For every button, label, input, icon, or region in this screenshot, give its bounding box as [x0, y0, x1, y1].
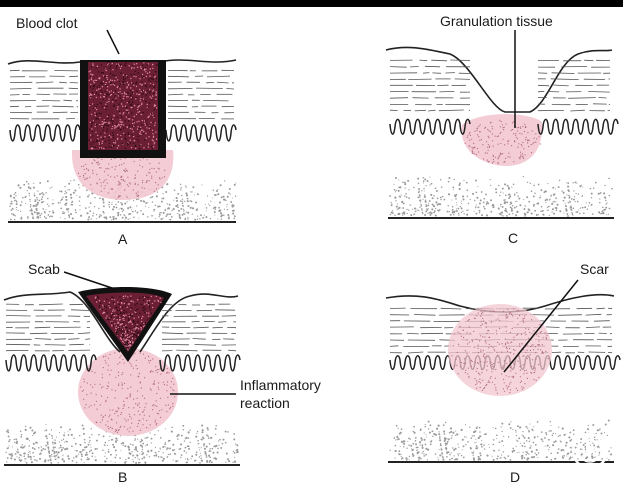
- scab-pointer: [64, 272, 118, 290]
- scar-label: Scar: [580, 261, 609, 277]
- scab-label: Scab: [28, 261, 60, 277]
- blood-clot-pointer: [107, 30, 119, 54]
- inflammatory-reaction-label-line1: Inflammatory: [240, 377, 321, 393]
- panel-letter-a: A: [118, 231, 128, 247]
- panel-letter-b: B: [118, 469, 127, 485]
- scar-tissue-mass: [448, 304, 552, 396]
- panel-letter-d: D: [510, 469, 520, 485]
- panel-b: Scab Inflammatory reaction B: [4, 261, 321, 485]
- panel-d: Scar D: [386, 261, 620, 485]
- panel-letter-c: C: [508, 230, 518, 246]
- granulation-tissue-mass: [462, 114, 543, 166]
- inflammatory-reaction-label-line2: reaction: [240, 395, 290, 411]
- dermis-d: [390, 420, 613, 461]
- granulation-tissue-label: Granulation tissue: [440, 13, 553, 29]
- panel-a: Blood clot A: [8, 15, 236, 247]
- top-frame-band: [0, 0, 623, 7]
- panel-c: Granulation tissue C: [386, 13, 618, 246]
- dermis-c: [389, 176, 613, 217]
- blood-clot-label: Blood clot: [16, 15, 78, 31]
- epidermis-layers-c: [390, 60, 610, 111]
